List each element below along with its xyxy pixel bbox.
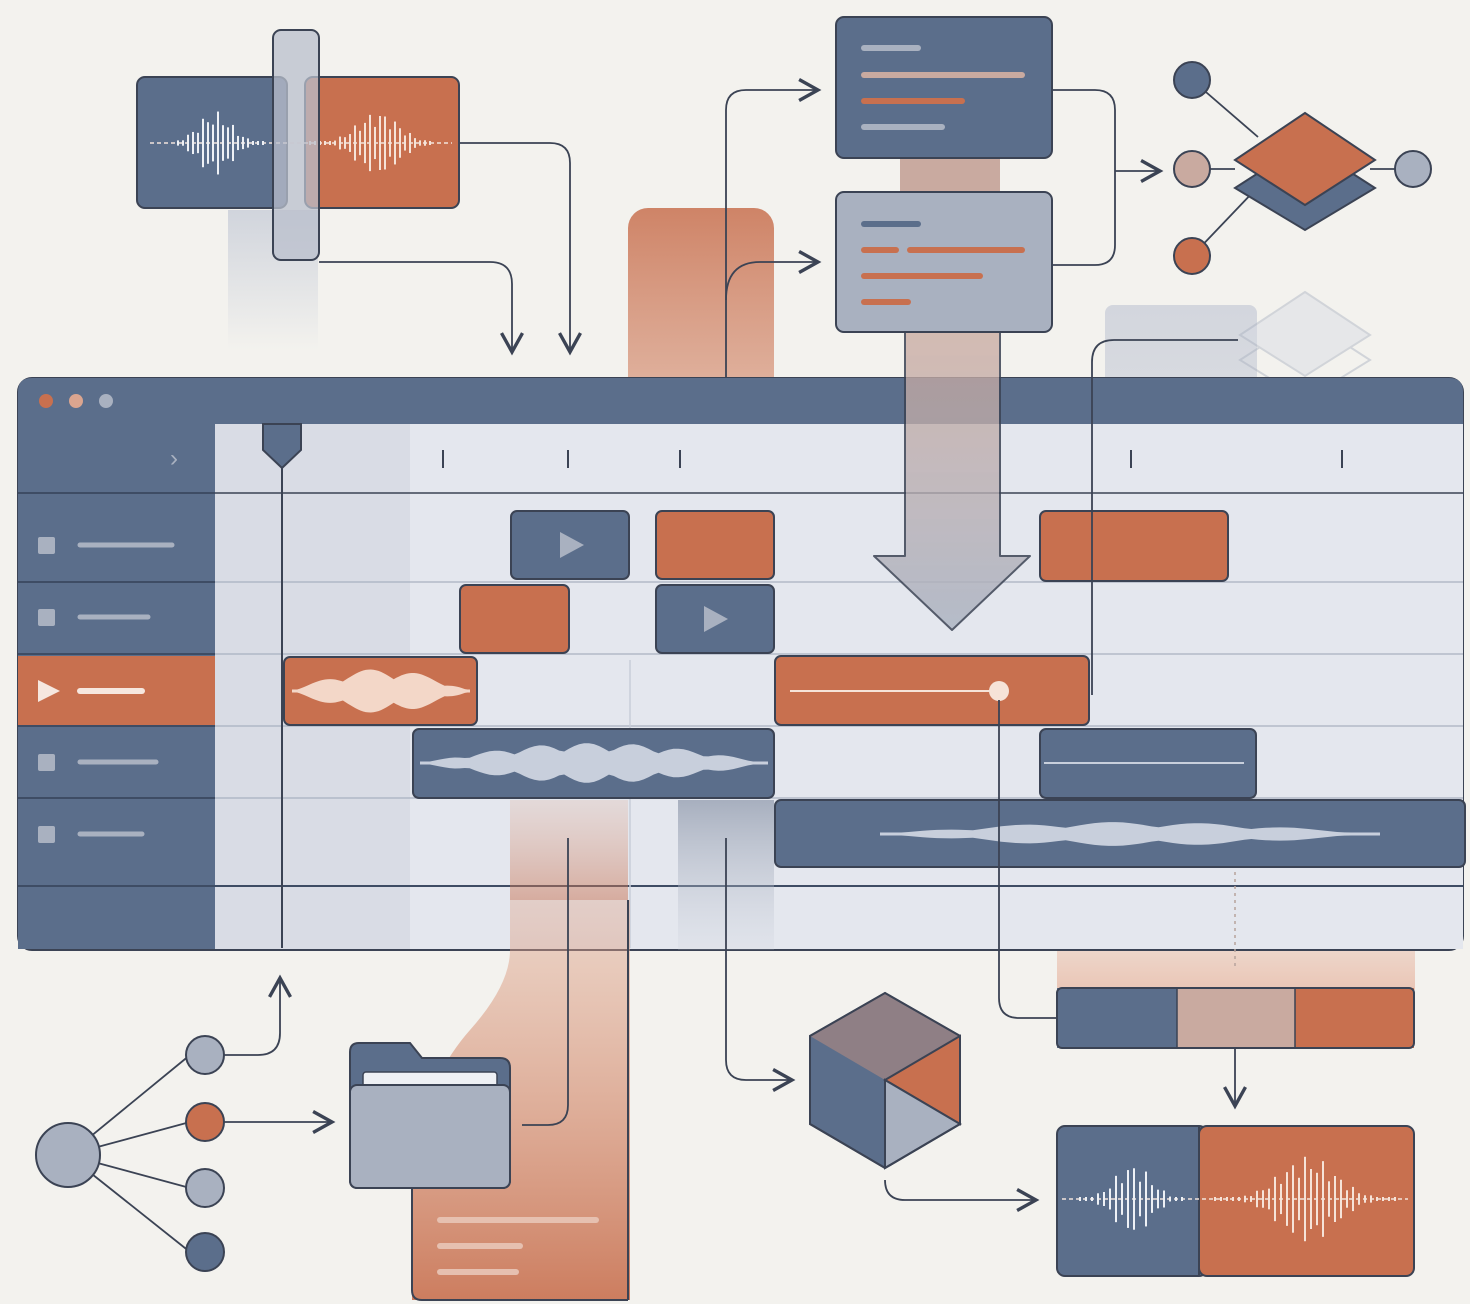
document-band-bottom (411, 900, 630, 1301)
minimize-dot[interactable] (69, 394, 83, 408)
chevron-right-icon[interactable]: › (170, 445, 178, 472)
waveform-output-card[interactable] (1056, 1125, 1415, 1277)
playhead-marker-icon[interactable] (262, 423, 302, 470)
track-header-1[interactable] (38, 537, 175, 554)
graph-node[interactable] (185, 1035, 225, 1075)
waveform-icon (309, 114, 431, 172)
play-icon (704, 606, 728, 632)
timeline-window: › (17, 339, 1466, 968)
waveform-icon (1214, 1156, 1396, 1242)
audio-clip-terracotta[interactable] (283, 656, 478, 726)
root-node[interactable] (35, 1122, 101, 1188)
text-document-panel-dark[interactable] (835, 16, 1053, 200)
layers-stack-icon[interactable] (1233, 111, 1377, 232)
waveform-split-card[interactable] (136, 29, 460, 261)
node-tree-icon[interactable] (35, 974, 336, 1272)
cube-connector-in (725, 838, 796, 1092)
ruler-ticks (442, 450, 1343, 468)
clip[interactable] (655, 510, 775, 580)
slice-handle[interactable] (272, 29, 320, 261)
audio-clip-slate[interactable] (412, 728, 775, 799)
cube-icon[interactable] (809, 991, 962, 1170)
automation-clip[interactable] (774, 655, 1090, 726)
folder-icon[interactable] (349, 1042, 511, 1189)
play-icon (560, 532, 584, 558)
track-header-2[interactable] (38, 609, 151, 626)
waveform-icon (880, 822, 1380, 846)
clip[interactable] (459, 584, 570, 654)
waveform-icon (177, 111, 264, 175)
text-document-panel-light[interactable] (835, 191, 1053, 333)
video-clip[interactable] (510, 510, 630, 580)
graph-node[interactable] (1394, 150, 1432, 188)
keyframe-handle[interactable] (989, 681, 1009, 701)
square-icon (38, 754, 55, 771)
source-connectors (319, 142, 582, 356)
folder-connector (522, 838, 569, 1126)
down-arrow-icon (873, 331, 1031, 631)
maximize-dot[interactable] (99, 394, 113, 408)
square-icon (38, 609, 55, 626)
graph-node[interactable] (185, 1232, 225, 1272)
keyframe-connector (998, 700, 1057, 1019)
track-header-5[interactable] (38, 826, 145, 843)
graph-node[interactable] (1173, 150, 1211, 188)
playhead[interactable] (262, 423, 302, 948)
automation-clip-slate[interactable] (1039, 728, 1257, 799)
window-titlebar (18, 378, 1463, 424)
graph-node[interactable] (185, 1102, 225, 1142)
graph-node[interactable] (1173, 61, 1211, 99)
track-header-3-active[interactable] (18, 656, 215, 725)
square-icon (38, 537, 55, 554)
graph-node[interactable] (1173, 237, 1211, 275)
video-clip[interactable] (655, 584, 775, 654)
cube-connector-out (884, 1179, 1040, 1212)
terracotta-band-lower (510, 800, 628, 900)
close-dot[interactable] (39, 394, 53, 408)
square-icon (38, 826, 55, 843)
graph-node[interactable] (185, 1168, 225, 1208)
track-header-4[interactable] (38, 754, 159, 771)
waveform-icon (420, 743, 768, 783)
clip[interactable] (1039, 510, 1229, 582)
segmented-track-bar[interactable] (1056, 987, 1415, 1049)
play-icon (38, 680, 60, 702)
panel-connectors (725, 78, 1164, 540)
audio-clip-long[interactable] (774, 799, 1466, 868)
waveform-icon (292, 669, 470, 713)
waveform-icon (1079, 1168, 1183, 1230)
